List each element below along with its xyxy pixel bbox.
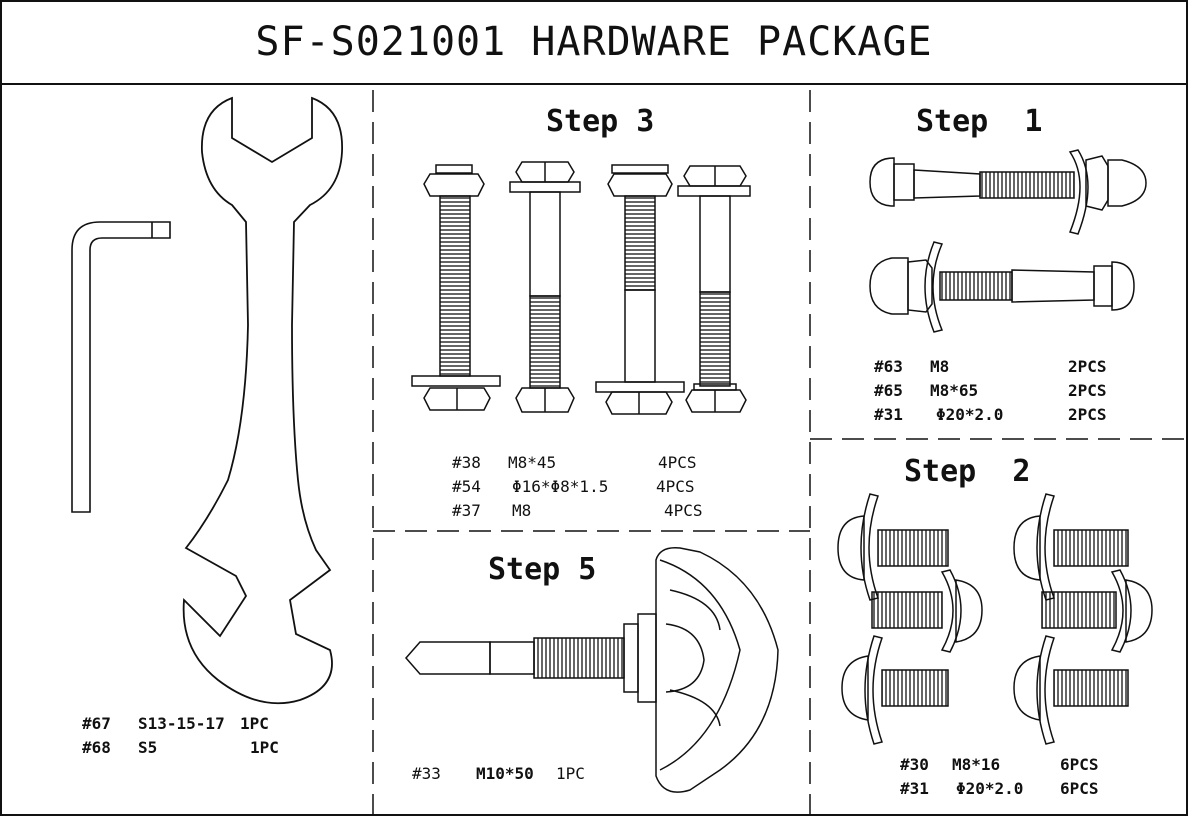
part-number: #54 [452,477,481,496]
step1-bolt-top-icon [869,149,1147,235]
part-qty: 2PCS [1068,357,1107,376]
step1-row: #31 Φ20*2.0 2PCS [874,405,1107,424]
step2-screw-4-icon [1041,569,1153,653]
part-qty: 2PCS [1068,381,1107,400]
part-number: #68 [82,738,111,757]
step1-row: #65 M8*65 2PCS [874,381,1107,400]
part-spec: Φ20*2.0 [936,405,1004,424]
tool-row: #67 S13-15-17 1PC [82,714,269,733]
part-qty: 4PCS [658,453,697,472]
step2-screw-6-icon [1013,635,1129,745]
part-number: #33 [412,764,441,783]
part-number: #30 [900,755,929,774]
step1-heading: Step 1 [916,104,1043,139]
step2-screw-5-icon [841,635,949,745]
part-spec: S13-15-17 [138,714,225,733]
step3-bolt-1-icon [411,164,501,411]
step2-row: #31 Φ20*2.0 6PCS [900,779,1099,798]
step2-screw-1-icon [837,493,949,601]
part-qty: 1PC [556,764,585,783]
part-spec: Φ20*2.0 [956,779,1024,798]
step3-row: #37 M8 4PCS [452,501,703,520]
step2-row: #30 M8*16 6PCS [900,755,1099,774]
step5-row: #33 M10*50 1PC [412,764,585,783]
part-number: #31 [874,405,903,424]
step5-knob-bolt-icon [405,547,779,793]
step3-bolt-2-icon [509,161,581,413]
part-spec: S5 [138,738,158,757]
page-title: SF-S021001 HARDWARE PACKAGE [255,19,933,65]
part-spec: M8*45 [508,453,557,472]
part-spec: M10*50 [476,764,534,783]
part-number: #31 [900,779,929,798]
part-spec: Φ16*Φ8*1.5 [512,477,609,496]
wrench-icon [182,96,343,705]
part-qty: 6PCS [1060,779,1099,798]
part-qty: 1PC [250,738,279,757]
step3-row: #54 Φ16*Φ8*1.5 4PCS [452,477,695,496]
step5-heading: Step 5 [488,552,597,587]
part-qty: 2PCS [1068,405,1107,424]
part-number: #65 [874,381,903,400]
part-number: #38 [452,453,481,472]
step3-bolt-3-icon [595,164,685,415]
tool-row: #68 S5 1PC [82,738,279,757]
part-number: #37 [452,501,481,520]
step2-screw-2-icon [1013,493,1129,601]
part-qty: 4PCS [664,501,703,520]
hex-key-icon [71,221,171,513]
part-spec: M8*65 [930,381,979,400]
part-number: #67 [82,714,111,733]
part-spec: M8*16 [952,755,1001,774]
part-qty: 6PCS [1060,755,1099,774]
step3-row: #38 M8*45 4PCS [452,453,697,472]
part-qty: 1PC [240,714,269,733]
step2-heading: Step 2 [904,454,1031,489]
step2-screw-3-icon [871,569,983,653]
part-qty: 4PCS [656,477,695,496]
step1-bolt-bottom-icon [869,241,1135,333]
part-number: #63 [874,357,903,376]
part-spec: M8 [512,501,532,520]
part-spec: M8 [930,357,950,376]
step3-heading: Step 3 [546,104,655,139]
step1-row: #63 M8 2PCS [874,357,1107,376]
step3-bolt-4-icon [677,165,751,413]
